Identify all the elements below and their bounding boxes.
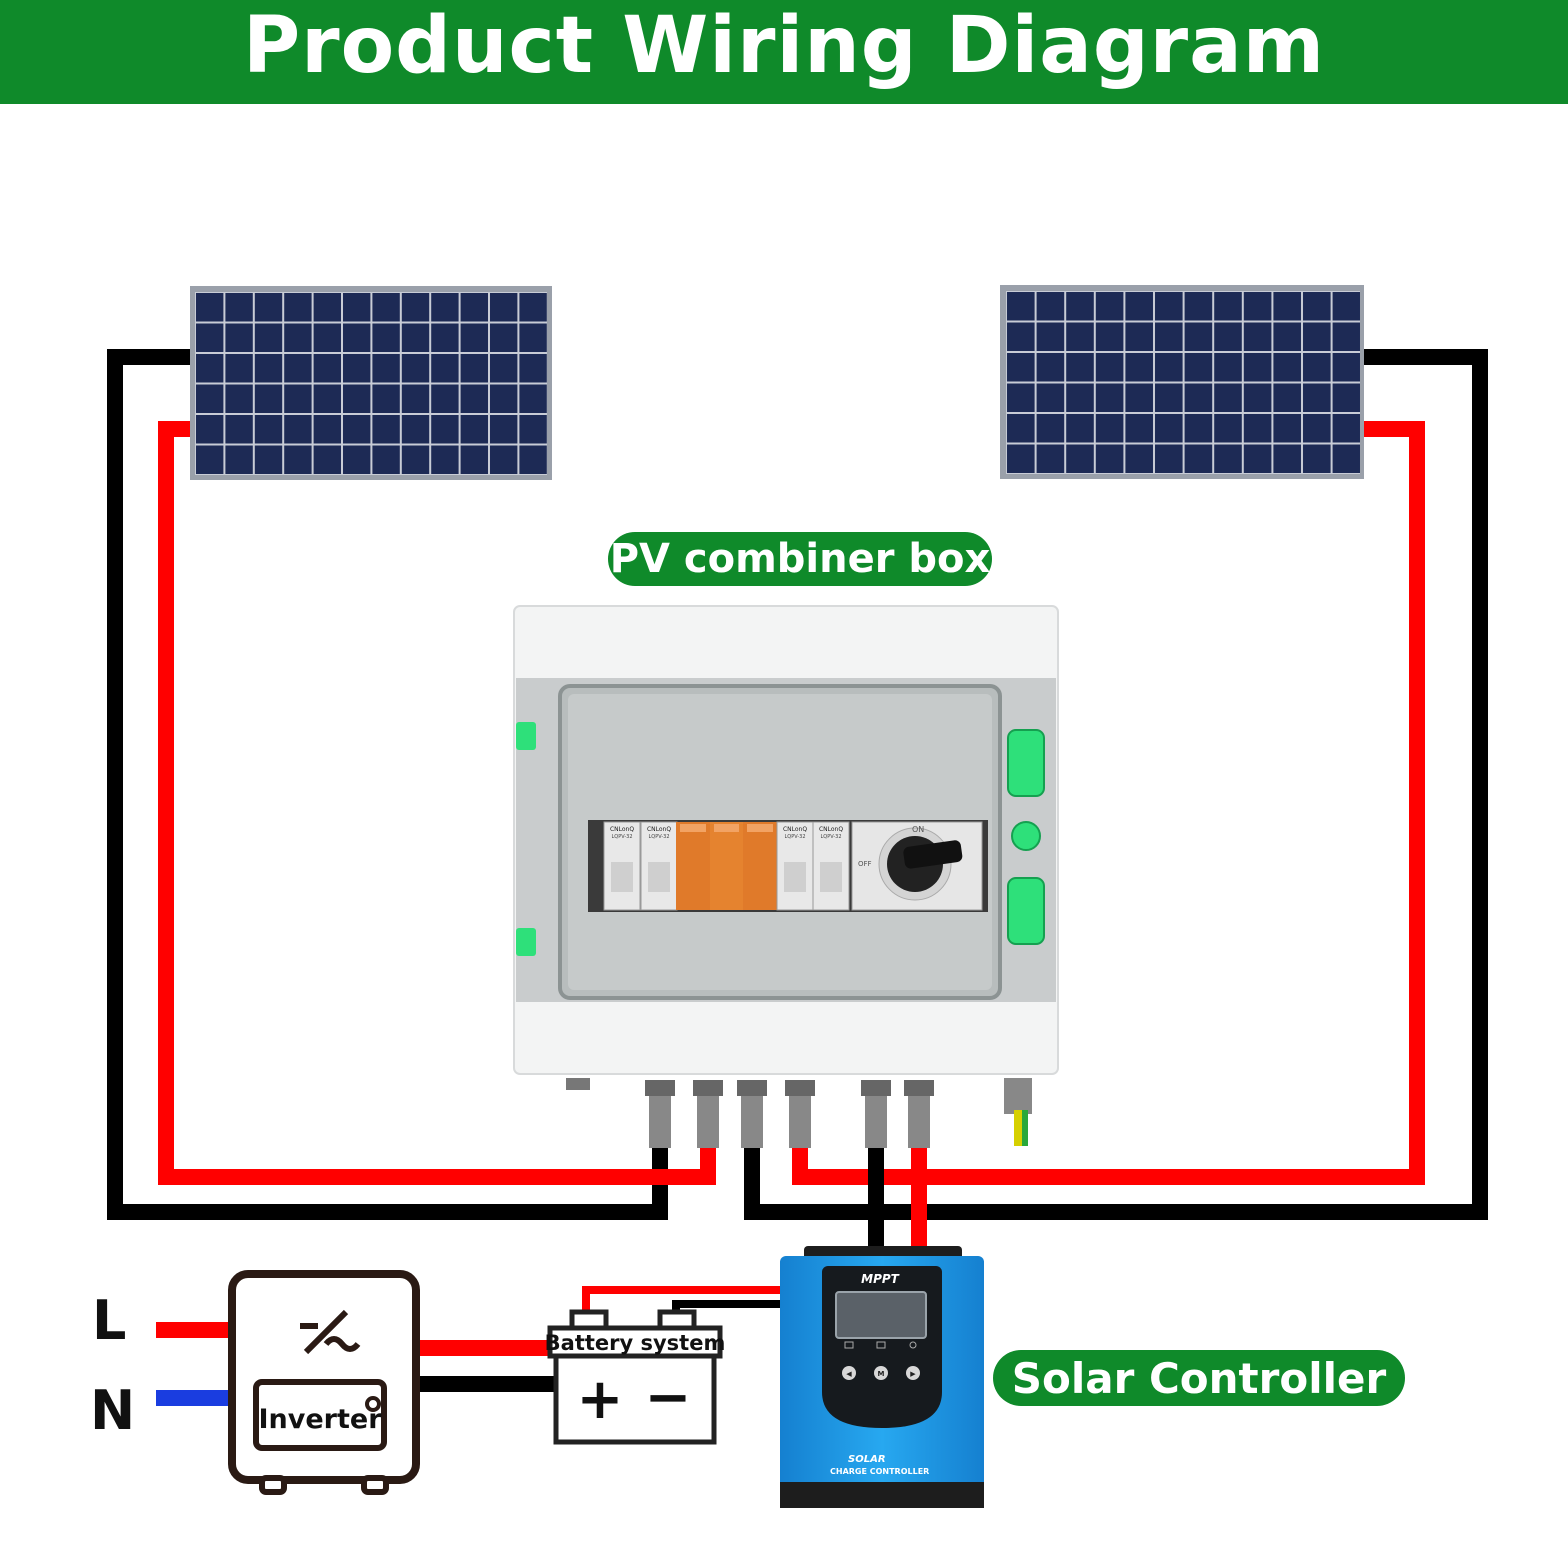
battery-minus-symbol: − [645,1365,692,1430]
breaker-brand-label: CNLonQ [783,826,807,833]
solar-panel-right [1000,285,1364,479]
neutral-label: N [90,1379,136,1442]
controller-button-left[interactable]: ◀ [842,1366,856,1380]
controller-mppt-label: MPPT [861,1272,900,1286]
right-panel-wires [744,349,1488,1220]
breaker-model-label: LQPV-32 [820,834,841,840]
isolator-switch: ON OFF [851,821,983,911]
battery-label: Battery system [545,1331,726,1355]
controller-brand-line2: CHARGE CONTROLLER [830,1467,929,1476]
dc-breaker-1: CNLonQ LQPV-32 [603,821,641,911]
switch-on-label: ON [912,825,924,834]
header-banner: Product Wiring Diagram [0,0,1568,104]
dc-ac-symbol-icon [300,1309,361,1355]
switch-off-label: OFF [858,860,872,868]
button-left-icon: ◀ [846,1370,852,1378]
left-panel-wires [107,349,716,1220]
status-indicator-icons [844,1341,917,1349]
solar-panel-left [190,286,552,480]
breaker-brand-label: CNLonQ [610,826,634,833]
combiner-box-label: PV combiner box [608,532,992,586]
breaker-brand-label: CNLonQ [647,826,671,833]
dc-breaker-4: CNLonQ LQPV-32 [812,821,850,911]
surge-protector [676,822,777,910]
controller-battery-negative [672,1300,782,1312]
button-mode-label: M [878,1370,885,1378]
breaker-brand-label: CNLonQ [819,826,843,833]
dc-breaker-3: CNLonQ LQPV-32 [776,821,814,911]
breaker-model-label: LQPV-32 [611,834,632,840]
controller-battery-positive [582,1286,782,1312]
controller-brand-line1: SOLAR [848,1454,886,1465]
left-negative-wire [107,349,668,1220]
battery-plus-symbol: + [577,1367,624,1432]
connector-row [566,1078,1032,1148]
left-positive-wire [158,421,716,1185]
battery-system: Battery system + − [545,1309,726,1445]
latch-bottom [1007,877,1045,945]
page-title: Product Wiring Diagram [242,1,1326,91]
hinge-top [516,722,536,750]
latch-middle [1011,821,1041,851]
pv-combiner-box: CNLonQ LQPV-32 CNLonQ LQPV-32 CNLonQ LQP… [513,605,1059,1148]
breaker-model-label: LQPV-32 [648,834,669,840]
controller-button-mode[interactable]: M [874,1366,888,1380]
right-positive-wire [792,421,1425,1185]
inverter-indicator-icon [365,1396,381,1412]
line-label: L [92,1289,127,1352]
hinge-bottom [516,928,536,956]
controller-lcd-screen [835,1291,927,1339]
right-negative-wire [744,349,1488,1220]
controller-button-right[interactable]: ▶ [906,1366,920,1380]
latch-top [1007,729,1045,797]
inverter: Inverter [228,1270,420,1495]
mppt-solar-controller: MPPT ◀ M ▶ SOLAR CHARGE CONTROLLER [780,1246,984,1508]
solar-controller-label: Solar Controller [993,1350,1405,1406]
inverter-label: Inverter [258,1404,382,1435]
button-right-icon: ▶ [910,1370,916,1378]
dc-breaker-2: CNLonQ LQPV-32 [640,821,678,911]
breaker-model-label: LQPV-32 [784,834,805,840]
